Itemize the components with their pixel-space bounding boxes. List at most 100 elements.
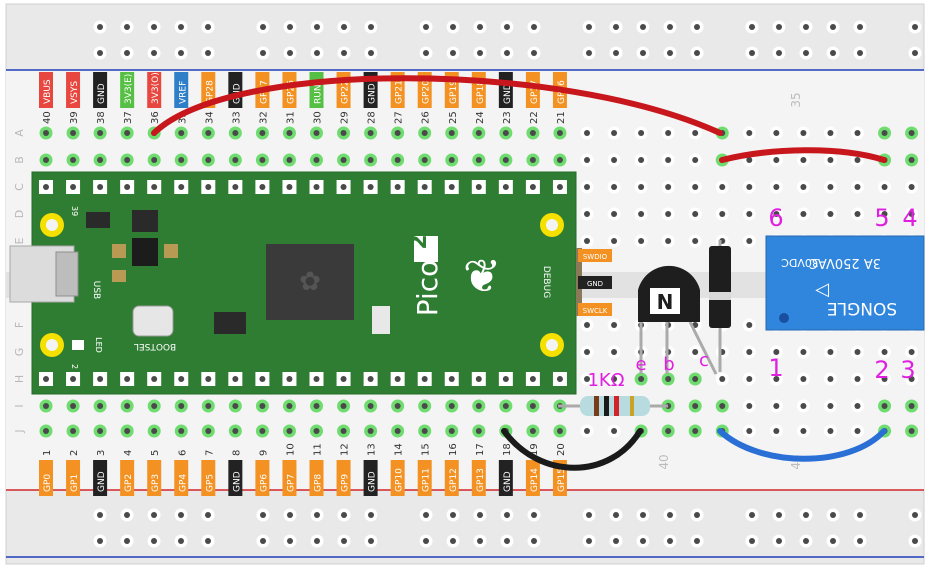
relay: 3A 250VAC 30VDC SONGLE ◁ — [765, 235, 925, 331]
top-pin-label: GP21 — [395, 80, 405, 104]
bottom-pin-number: 3 — [96, 450, 107, 456]
hole-center — [151, 403, 158, 409]
top-pin-number: 30 — [313, 111, 324, 124]
hole-center — [341, 50, 347, 56]
hole-center — [502, 403, 509, 409]
top-pin-number: 24 — [475, 111, 486, 124]
relay-logo-icon: ◁ — [815, 279, 829, 300]
relay-pin-number: 4 — [902, 204, 917, 232]
smd-white-component — [372, 306, 390, 334]
hole-center — [881, 349, 888, 355]
hole-center — [912, 512, 918, 518]
top-pin-number: 39 — [69, 111, 80, 124]
hole-center — [692, 349, 699, 355]
blue-wire-relay[interactable] — [717, 428, 887, 462]
usb-connector-inner — [55, 251, 79, 297]
regulator-chip — [214, 312, 246, 334]
hole-center — [124, 403, 131, 409]
hole-center — [124, 50, 130, 56]
row-letter: J — [13, 429, 26, 433]
hole-center — [908, 184, 915, 190]
hole-center — [667, 538, 673, 544]
hole-center — [448, 403, 455, 409]
top-pin-number: 40 — [42, 111, 53, 124]
hole-center — [259, 428, 266, 434]
bottom-pin-badge — [363, 460, 378, 496]
hole-center — [908, 349, 915, 355]
hole-center — [556, 428, 563, 434]
hole-center — [692, 184, 699, 190]
top-pin-label: GP17 — [530, 80, 540, 104]
bottom-pin-label: GP4 — [178, 474, 188, 492]
hole-center — [854, 211, 861, 217]
hole-center — [259, 157, 266, 163]
hole-center — [667, 24, 673, 30]
hole-center — [151, 538, 157, 544]
bottom-pin-label: GP8 — [314, 474, 324, 492]
hole-center — [314, 538, 320, 544]
hole-center — [97, 157, 104, 163]
hole-center — [151, 24, 157, 30]
hole-center — [692, 130, 699, 136]
top-pin-number: 29 — [340, 111, 351, 124]
hole-center — [749, 50, 755, 56]
smd-component — [132, 210, 158, 232]
top-pin-badge — [39, 72, 53, 108]
hole-center — [665, 157, 672, 163]
hole-center — [746, 349, 753, 355]
debug-pin-label: GND — [587, 280, 603, 288]
hole-center — [205, 538, 211, 544]
hole-center — [857, 24, 863, 30]
hole-center — [613, 538, 619, 544]
hole-center — [665, 428, 672, 434]
bottom-pin-number: 12 — [340, 443, 351, 456]
hole-center — [584, 376, 590, 382]
hole-center — [692, 157, 699, 163]
hole-center — [394, 403, 401, 409]
hole-center — [611, 184, 618, 190]
hole-center — [611, 376, 618, 382]
hole-center — [584, 211, 590, 217]
hole-center — [314, 512, 320, 518]
hole-center — [260, 50, 266, 56]
hole-center — [908, 376, 915, 382]
hole-center — [830, 50, 836, 56]
red-wire-relay[interactable] — [719, 147, 887, 163]
hole-center — [178, 512, 184, 518]
hole-center — [531, 512, 537, 518]
hole-center — [205, 50, 211, 56]
bottom-pin-number: 17 — [475, 443, 486, 456]
bottom-pin-badge — [147, 460, 162, 496]
hole-center — [800, 211, 807, 217]
bottom-pin-label: GP2 — [124, 474, 134, 492]
black-wire-gnd[interactable] — [501, 428, 643, 471]
hole-center — [665, 184, 672, 190]
bootsel-button[interactable] — [132, 305, 174, 337]
hole-center — [205, 403, 212, 409]
pico-board: ✿ USB LED BOOTSEL DEBUG 39 1 2 Pico 2 ❦ … — [9, 171, 612, 395]
row-letter: E — [13, 237, 26, 244]
hole-center — [611, 130, 618, 136]
red-wire-3v3[interactable] — [151, 75, 723, 136]
hole-center — [124, 512, 130, 518]
hole-center — [773, 428, 780, 434]
row-letter: G — [13, 348, 26, 357]
hole-center — [881, 130, 888, 136]
resistor-label: 1KΩ — [587, 370, 624, 391]
hole-center — [746, 184, 753, 190]
row-letter: H — [13, 375, 26, 383]
edge-mark-2: 2 — [70, 364, 79, 369]
relay-pin-number: 5 — [874, 204, 889, 232]
hole-center — [504, 50, 510, 56]
hole-center — [827, 184, 834, 190]
bottom-pin-badge — [471, 460, 486, 496]
resistor — [558, 396, 668, 416]
hole-center — [43, 428, 49, 434]
top-pin-label: GP26 — [286, 80, 296, 104]
hole-center — [368, 512, 374, 518]
hole-center — [854, 376, 861, 382]
